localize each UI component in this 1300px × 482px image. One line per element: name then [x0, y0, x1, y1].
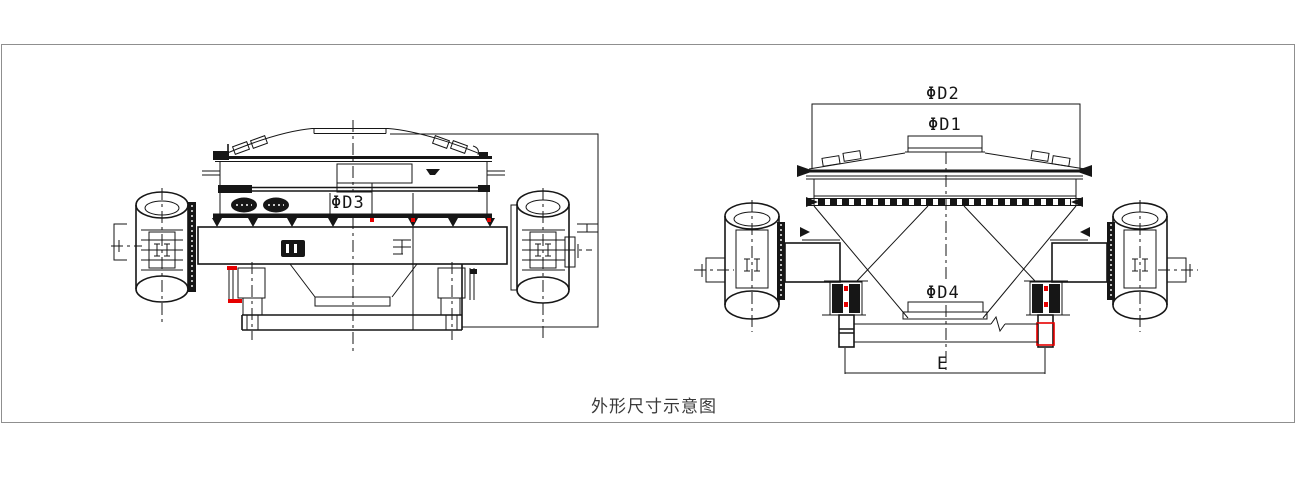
- lower-sieve-band: [231, 184, 414, 214]
- dim-label-phi-d2: ΦD2: [926, 84, 960, 104]
- dim-label-phi-d4: ΦD4: [926, 283, 960, 303]
- dim-label-phi-d3: ΦD3: [331, 193, 365, 213]
- motor-right-sideview: [1112, 200, 1198, 332]
- right-view-drawing: [694, 103, 1198, 374]
- left-view-drawing: [111, 120, 599, 352]
- legs-and-base: [822, 280, 1070, 374]
- motor-left: [111, 188, 196, 324]
- clamp-band: [212, 213, 495, 227]
- motor-left-sideview: [694, 200, 780, 332]
- drawing-sheet: [1, 44, 1295, 423]
- cone-funnel: [800, 205, 1090, 319]
- inlet-cap: [905, 135, 985, 153]
- motor-right: [510, 188, 592, 340]
- lid-slopes: [808, 150, 1086, 170]
- motor-beams: [777, 222, 1115, 300]
- dome-lid: [217, 128, 488, 158]
- dimension-box-d2: [811, 103, 1081, 170]
- drawing-caption: 外形尺寸示意图: [591, 397, 717, 417]
- dim-label-e: E: [937, 354, 949, 374]
- outlet-cap: [902, 301, 988, 320]
- support-legs-base: [227, 262, 477, 340]
- dim-label-phi-d1: ΦD1: [928, 115, 962, 135]
- reference-outline-box: [390, 133, 599, 328]
- rim-and-screen: [797, 165, 1092, 207]
